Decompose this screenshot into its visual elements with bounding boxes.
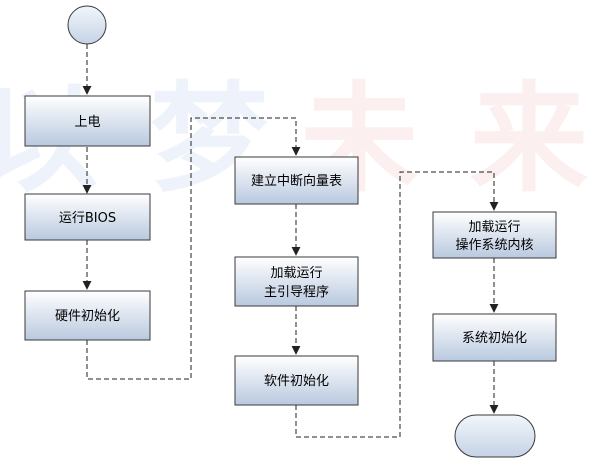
connector-sw-init-to-kernel: [295, 171, 499, 438]
connectors: [82, 44, 499, 438]
node-hw-init-label: 硬件初始化: [55, 309, 120, 324]
node-sys-init: 系统初始化: [432, 313, 557, 362]
node-load-bootloader: 加载运行 主引导程序: [234, 256, 359, 307]
end-node: [454, 414, 536, 458]
connector-hw-init-to-ivt: [86, 117, 301, 380]
node-power-on-label: 上电: [74, 115, 100, 130]
start-node: [67, 5, 107, 45]
node-load-kernel-line1: 加载运行: [468, 220, 520, 235]
node-sys-init-label: 系统初始化: [462, 331, 527, 346]
watermark-char-4: 来: [470, 70, 588, 208]
node-build-ivt-label: 建立中断向量表: [251, 173, 342, 189]
node-load-kernel-line2: 操作系统内核: [455, 237, 533, 253]
node-run-bios: 运行BIOS: [24, 193, 151, 241]
node-build-ivt: 建立中断向量表: [234, 156, 359, 205]
node-load-bootloader-line2: 主引导程序: [264, 285, 329, 300]
node-sw-init: 软件初始化: [234, 355, 359, 406]
node-sw-init-label: 软件初始化: [264, 374, 329, 389]
node-hw-init: 硬件初始化: [24, 290, 151, 341]
node-load-kernel: 加载运行 操作系统内核: [432, 211, 557, 259]
node-run-bios-label: 运行BIOS: [59, 211, 116, 226]
node-load-bootloader-line1: 加载运行: [270, 266, 322, 281]
node-power-on: 上电: [24, 95, 151, 147]
watermark: 以 梦 未 来: [0, 70, 588, 208]
